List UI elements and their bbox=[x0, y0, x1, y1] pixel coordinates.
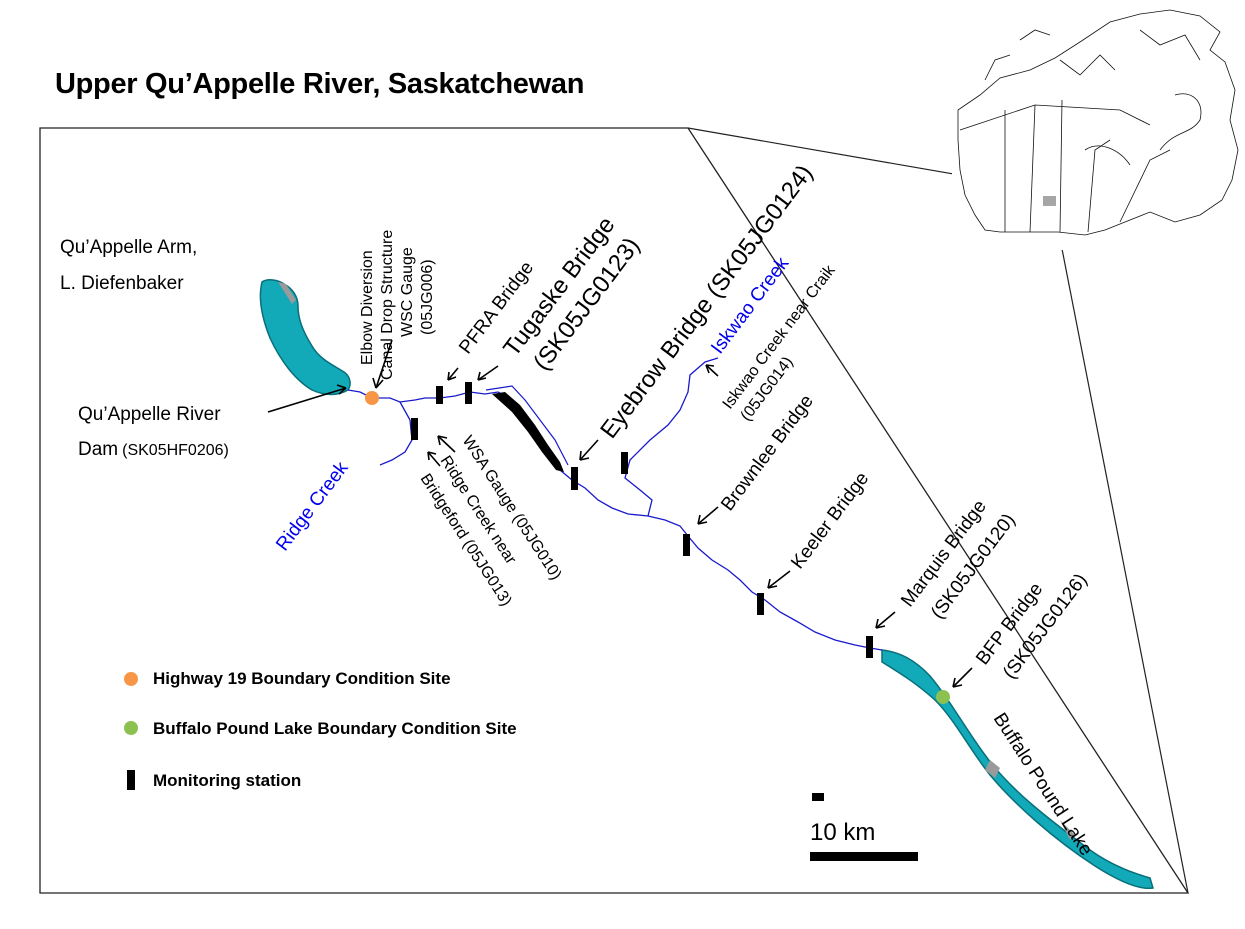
legend: Highway 19 Boundary Condition Site Buffa… bbox=[124, 669, 517, 790]
legend-label-highway19: Highway 19 Boundary Condition Site bbox=[153, 669, 451, 688]
svg-text:Qu’Appelle River: Qu’Appelle River bbox=[78, 404, 221, 425]
ridge-gauge-label: Ridge Creek near Bridgeford (05JG013) bbox=[417, 453, 520, 609]
legend-orange-dot bbox=[124, 672, 138, 686]
station-ridge bbox=[411, 418, 418, 440]
svg-text:Dam(SK05HF0206): Dam(SK05HF0206) bbox=[78, 439, 229, 460]
page-title: Upper Qu’Appelle River, Saskatchewan bbox=[55, 68, 585, 100]
bfp-bridge-label: BFP Bridge (SK05JG0126) bbox=[972, 570, 1091, 683]
ridge-creek bbox=[379, 401, 413, 466]
station-brownlee bbox=[683, 534, 690, 556]
legend-green-dot bbox=[124, 721, 138, 735]
station-keeler bbox=[757, 593, 764, 615]
svg-text:(05JG006): (05JG006) bbox=[419, 259, 436, 335]
tugaske-marsh bbox=[492, 392, 564, 472]
qu-appelle-river bbox=[347, 389, 883, 651]
scale-bar: 10 km bbox=[810, 793, 918, 861]
legend-label-monitoring: Monitoring station bbox=[153, 771, 301, 790]
eyebrow-bridge-label: Eyebrow Bridge (SK05JG0124) bbox=[595, 160, 818, 444]
station-pfra bbox=[436, 386, 443, 404]
inset-leader-line-2 bbox=[1053, 207, 1189, 894]
tugaske-marsh-channel bbox=[485, 385, 569, 466]
station-tugaske bbox=[465, 382, 472, 404]
svg-text:WSC Gauge: WSC Gauge bbox=[399, 247, 416, 337]
lake-diefenbaker-shore-grey bbox=[278, 282, 296, 304]
station-iskwao bbox=[621, 452, 628, 474]
highway19-site-marker bbox=[365, 391, 379, 405]
station-marquis bbox=[866, 636, 873, 658]
svg-text:Elbow Diversion: Elbow Diversion bbox=[359, 250, 376, 365]
keeler-bridge-label: Keeler Bridge bbox=[787, 468, 873, 573]
ridge-creek-label: Ridge Creek bbox=[272, 458, 353, 555]
iskwao-creek bbox=[624, 357, 719, 517]
label-arrows bbox=[267, 339, 973, 688]
elbow-diversion-label: Elbow Diversion Canal Drop Structure WSC… bbox=[359, 230, 436, 380]
dam-label: Qu’Appelle River Dam(SK05HF0206) bbox=[78, 404, 229, 460]
buffalo-pound-site-marker bbox=[936, 690, 950, 704]
legend-label-buffalo-pound: Buffalo Pound Lake Boundary Condition Si… bbox=[153, 719, 517, 738]
qu-appelle-arm-label: Qu’Appelle Arm, L. Diefenbaker bbox=[60, 237, 197, 294]
legend-black-bar bbox=[127, 770, 135, 790]
monitoring-stations bbox=[411, 382, 873, 658]
canada-map-icon bbox=[952, 5, 1242, 250]
svg-text:L. Diefenbaker: L. Diefenbaker bbox=[60, 273, 184, 294]
lake-diefenbaker-arm bbox=[259, 279, 351, 396]
study-area-locator bbox=[1043, 196, 1056, 206]
buffalo-pound-lake bbox=[881, 649, 1154, 890]
iskwao-gauge-label: Iskwao Creek near Craik (05JG014) bbox=[720, 261, 840, 424]
svg-text:Canal Drop Structure: Canal Drop Structure bbox=[379, 230, 396, 380]
buffalo-pound-shore-grey bbox=[985, 760, 1075, 840]
svg-text:Qu’Appelle Arm,: Qu’Appelle Arm, bbox=[60, 237, 197, 258]
marquis-bridge-label: Marquis Bridge (SK05JG0120) bbox=[897, 496, 1019, 623]
scale-bar-label: 10 km bbox=[810, 819, 875, 846]
station-eyebrow bbox=[571, 467, 578, 490]
